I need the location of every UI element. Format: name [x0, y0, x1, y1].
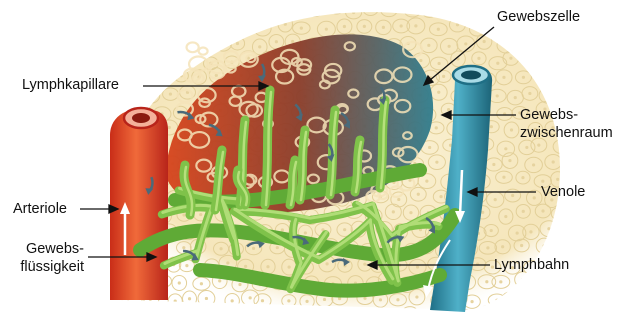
label-gewebsfluessigkeit-line1: Gewebs- — [14, 241, 84, 258]
label-lymphbahn: Lymphbahn — [494, 257, 569, 274]
label-gewebszwischenraum-line2: zwischenraum — [520, 125, 613, 142]
label-lymphkapillare: Lymphkapillare — [22, 77, 119, 94]
label-gewebsfluessigkeit-line2: flüssigkeit — [14, 259, 84, 276]
arteriole-vessel — [110, 108, 168, 300]
label-gewebszelle: Gewebszelle — [497, 9, 580, 26]
label-venole: Venole — [541, 184, 585, 201]
label-arteriole: Arteriole — [13, 201, 67, 218]
label-gewebszwischenraum-line1: Gewebs- — [520, 107, 578, 124]
